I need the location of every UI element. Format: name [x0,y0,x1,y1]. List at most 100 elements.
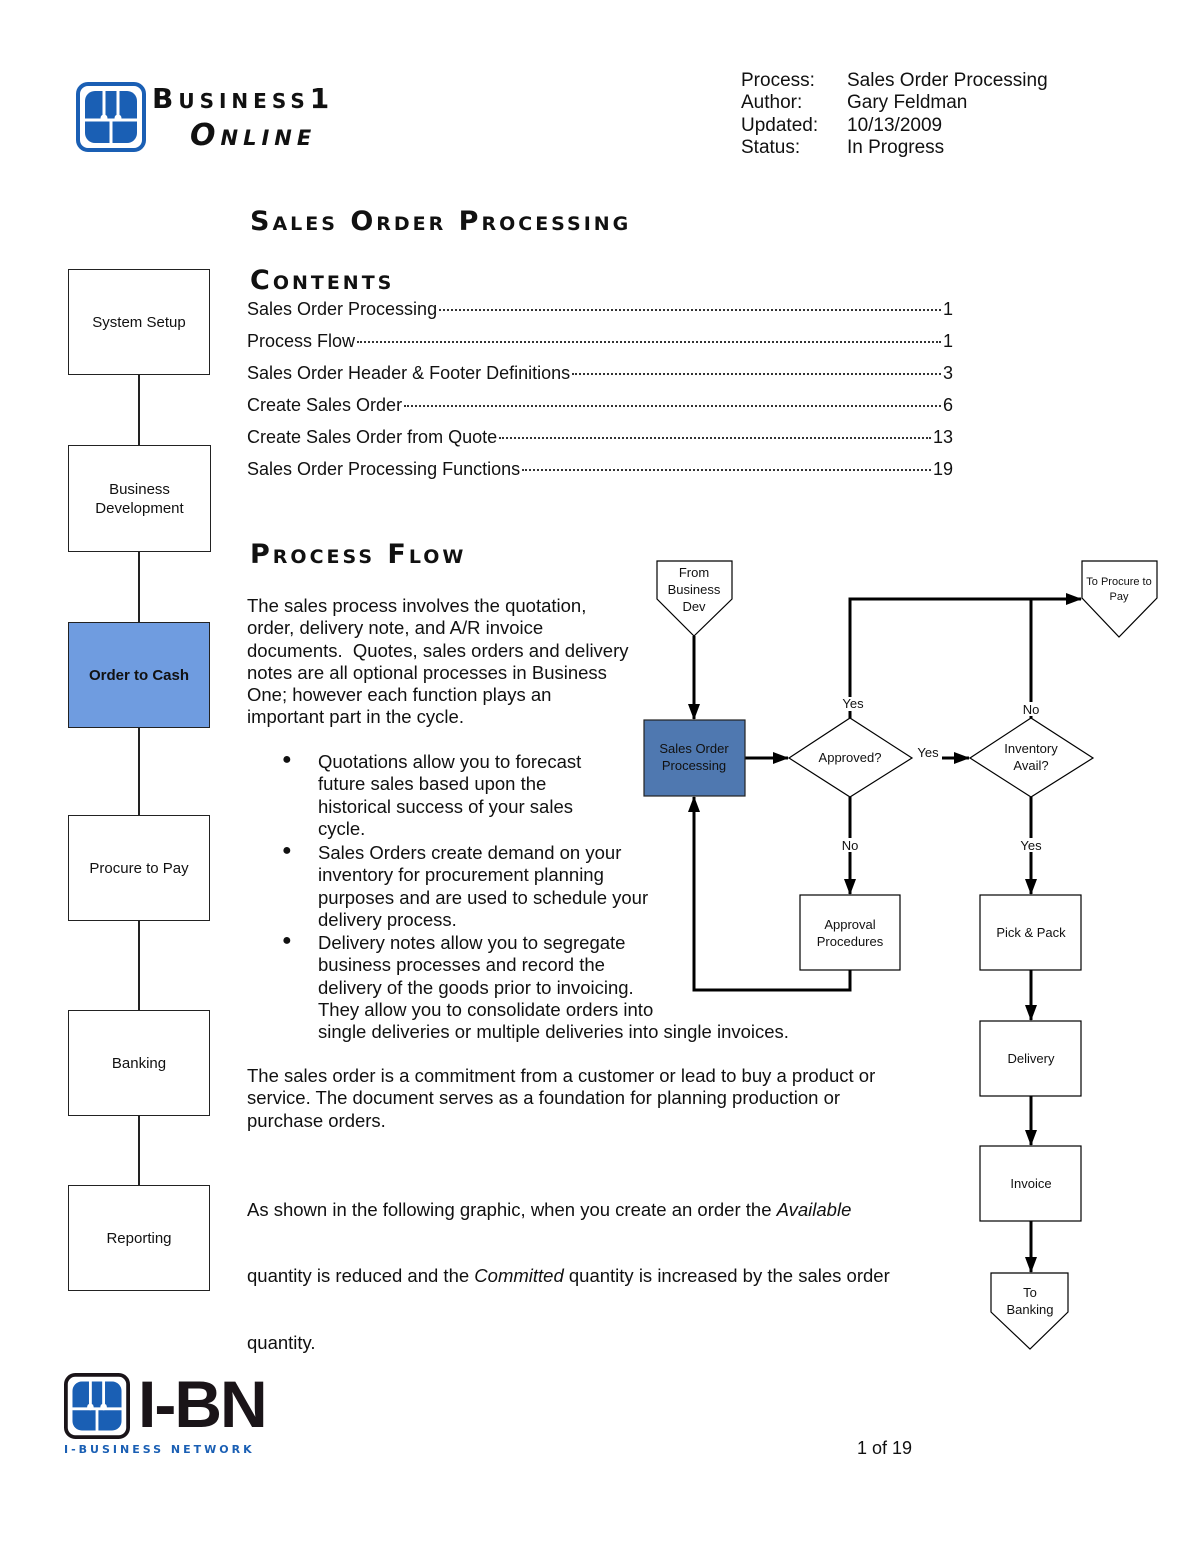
ibn-brand-text: I-BN [138,1367,268,1441]
sidebar-item-system-setup[interactable]: System Setup [68,269,210,375]
text-line: notes are all optional processes in Busi… [247,661,607,683]
toc-item[interactable]: Create Sales Order 6 [247,395,953,427]
text-line: documents. Quotes, sales orders and deli… [247,639,629,661]
toc-page: 19 [932,459,953,479]
bullet-icon: ● [282,932,292,949]
text-line: purchase orders. [247,1109,386,1131]
edge-label-no: No [1023,702,1040,717]
toc-label: Create Sales Order [247,395,403,415]
meta-label: Status: [741,136,801,158]
text-line: The sales order is a commitment from a c… [247,1065,876,1086]
emphasis-committed: Committed [474,1265,564,1287]
text-line: single deliveries or multiple deliveries… [318,1021,789,1043]
node-label: Dev [682,599,706,614]
text-line: business processes and record the [318,954,605,976]
toc-item[interactable]: Create Sales Order from Quote 13 [247,427,953,459]
inventory-decision [968,717,1095,798]
node-label: Avail? [1013,758,1048,773]
toc-item[interactable]: Sales Order Processing Functions 19 [247,459,953,491]
toc-label: Sales Order Processing Functions [247,459,521,479]
approval-procedures-step [799,894,901,971]
sidebar-item-reporting[interactable]: Reporting [68,1185,210,1291]
toc-item[interactable]: Sales Order Processing 1 [247,299,953,331]
node-label: Delivery [1008,1051,1055,1066]
sales-order-processing-step [643,719,746,797]
meta-value: In Progress [847,136,945,158]
logo-line2: Online [190,118,317,153]
node-label: Pick & Pack [996,925,1066,940]
text: quantity is increased by the sales order [563,1265,890,1287]
sidebar-item-banking[interactable]: Banking [68,1010,210,1116]
sidebar-item-business-development[interactable]: Business Development [68,445,211,552]
invoice-step [979,1145,1082,1222]
off-page-to-procure-to-pay [1081,560,1158,638]
connector-line [138,551,140,622]
page-title: Sales Order Processing [250,206,632,237]
text-line: historical success of your sales [318,795,573,817]
flow-arrow [848,593,1082,718]
text-line: One; however each function plays an [247,684,552,706]
toc-page: 1 [942,299,953,319]
edge-label-yes: Yes [1020,838,1042,853]
toc-label: Sales Order Processing [247,299,438,319]
node-label: Approved? [819,750,882,765]
node-label: Processing [662,758,726,773]
text-line: delivery process. [318,908,457,930]
toc-label: Process Flow [247,331,356,351]
text-line: Quotations allow you to forecast [318,751,582,772]
contents-heading: Contents [250,265,395,296]
edge-label-yes: Yes [842,696,864,711]
text-line: future sales based upon the [318,773,547,795]
meta-label: Process: [741,70,815,91]
text-line: order, delivery note, and A/R invoice [247,617,544,639]
text-line: important part in the cycle. [247,706,464,728]
off-page-to-banking [990,1272,1069,1350]
text: As shown in the following graphic, when … [247,1198,777,1220]
meta-label: Author: [741,92,803,114]
ibn-tagline: I-Business Network [64,1443,255,1456]
document-meta: Process: Sales Order Processing Author: Ga… [741,70,1048,159]
bullet-icon: ● [282,842,292,859]
delivery-step [979,1020,1082,1097]
text-line: cycle. [318,817,366,839]
text: quantity is reduced and the [247,1265,475,1287]
text-line: Sales Orders create demand on your [318,842,622,863]
edge-label-no: No [842,838,859,853]
sidebar-item-order-to-cash[interactable]: Order to Cash [68,622,210,728]
page-number: 1 of 19 [857,1438,913,1458]
connector-line [138,728,140,815]
intro-paragraph: The sales process involves the quotation… [247,595,629,729]
toc-page: 13 [932,427,953,447]
text-line: Delivery notes allow you to segregate [318,932,626,953]
toc-label: Create Sales Order from Quote [247,427,498,447]
ibn-logo: I-BN I-Business Network [64,1369,304,1463]
node-label: Approval [824,917,875,932]
process-flow-heading: Process Flow [250,539,467,570]
connector-line [138,375,140,445]
node-label: Procedures [817,934,884,949]
text: quantity. [247,1332,316,1354]
node-label: To Procure to [1086,576,1151,588]
available-committed-paragraph: As shown in the following graphic, when … [247,1154,890,1377]
meta-value: Sales Order Processing [847,70,1048,91]
node-label: Pay [1110,591,1129,603]
ibn-logo-icon [64,1373,130,1439]
text-line: The sales process involves the quotation… [247,595,587,616]
pick-pack-step [979,894,1082,971]
meta-value: Gary Feldman [847,92,968,114]
sidebar-item-procure-to-pay[interactable]: Procure to Pay [68,815,210,921]
bullet-icon: ● [282,751,292,768]
logo-line1: Business1 [152,82,335,115]
toc-page: 6 [942,395,953,415]
flow-arrow [688,796,852,992]
meta-label: Updated: [741,114,819,136]
approved-decision [787,717,914,798]
toc-label: Sales Order Header & Footer Definitions [247,363,571,383]
text-line: inventory for procurement planning [318,864,604,886]
